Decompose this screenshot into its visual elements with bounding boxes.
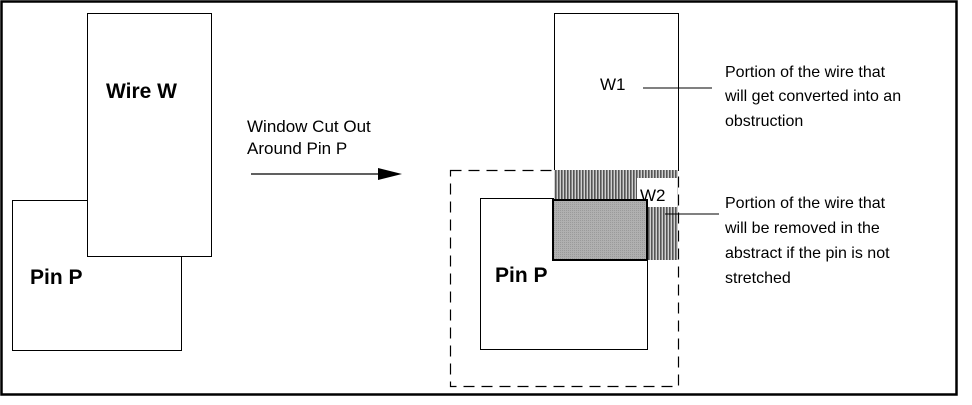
pin-wire-overlap — [552, 199, 648, 261]
arrow-label-line-2: Around Pin P — [247, 139, 347, 158]
transform-arrow: Window Cut Out Around Pin P — [247, 117, 402, 180]
left-wire-label: Wire W — [106, 80, 177, 103]
right-pin-label: Pin P — [495, 264, 548, 287]
wire-segment-w1: W1 — [554, 13, 679, 171]
w1-note-line-3: obstruction — [725, 113, 803, 130]
left-wire-w: Wire W — [87, 13, 212, 257]
w1-note-line-1: Portion of the wire that — [725, 64, 886, 81]
left-wire-rect — [87, 13, 212, 257]
w2-annotation: Portion of the wire that will be removed… — [724, 195, 890, 287]
w1-label: W1 — [600, 75, 626, 94]
w2-note-line-4: stretched — [725, 270, 791, 287]
w1-annotation: Portion of the wire that will get conver… — [724, 64, 901, 130]
w2-note-line-2: will be removed in the — [724, 220, 880, 237]
arrow-label-line-1: Window Cut Out — [247, 117, 371, 136]
arrow-head-icon — [378, 168, 402, 180]
w2-note-line-3: abstract if the pin is not — [725, 245, 890, 262]
w1-note-line-2: will get converted into an — [724, 88, 901, 105]
w2-note-line-1: Portion of the wire that — [725, 195, 886, 212]
w1-rect — [554, 13, 679, 171]
left-pin-label: Pin P — [30, 266, 83, 289]
